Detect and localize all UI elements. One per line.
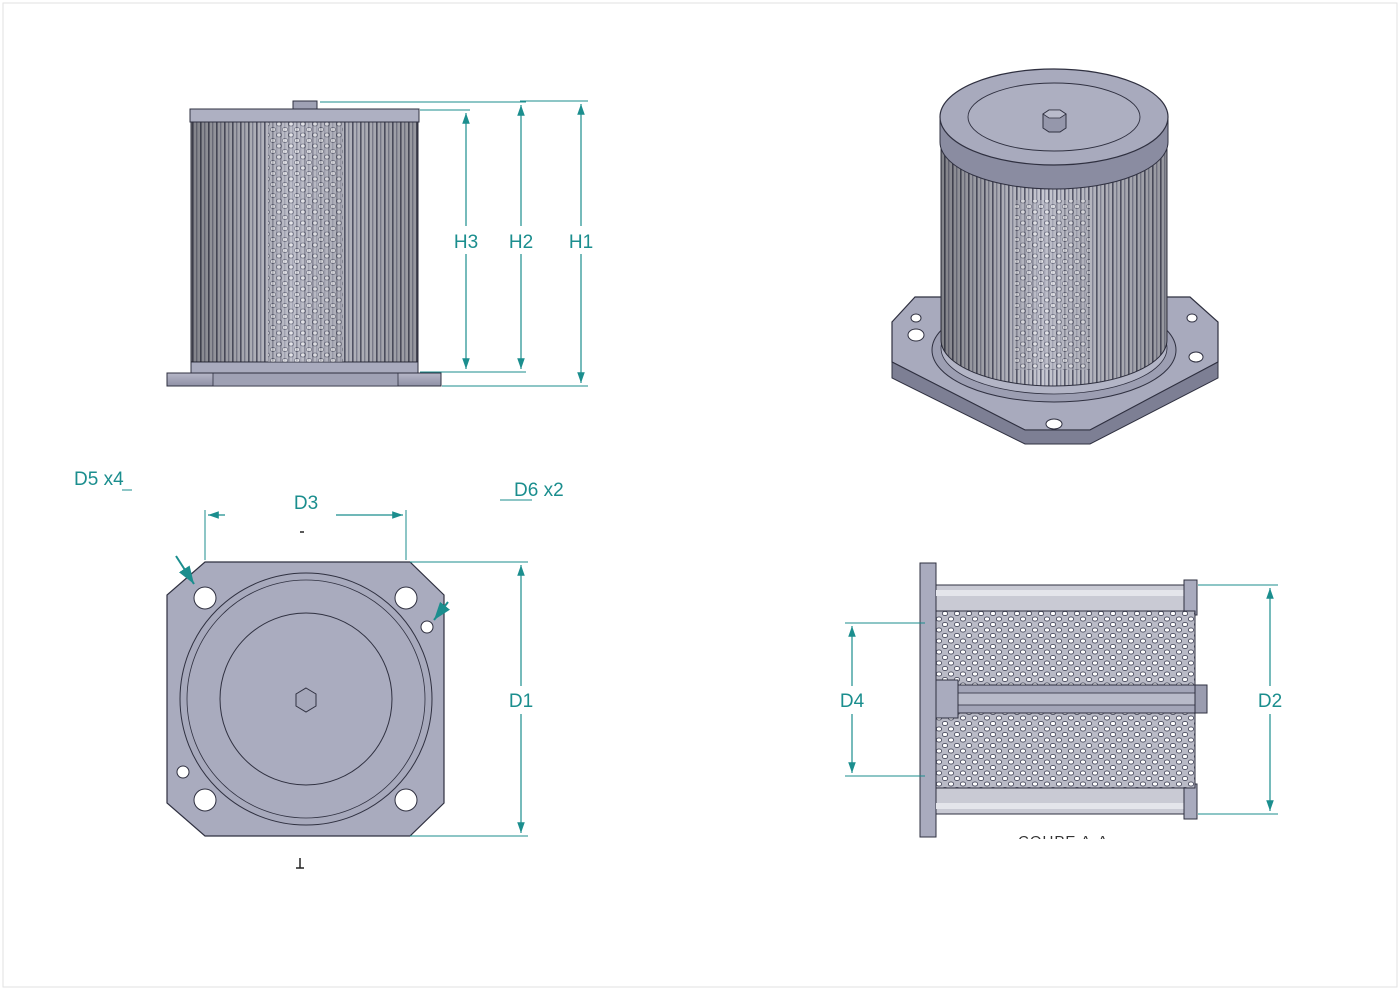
dimension-label-d5: D5 x4 — [74, 469, 124, 490]
dimension-label-d1: D1 — [509, 691, 533, 712]
dimension-label-d6: D6 x2 — [514, 480, 564, 501]
dimension-label-d3: D3 — [294, 493, 318, 514]
dimension-d1: D1 — [410, 561, 539, 837]
dimension-label-d4: D4 — [840, 691, 865, 712]
dimension-label-h2: H2 — [509, 232, 533, 253]
front-view — [166, 100, 442, 387]
dimension-d3: D3 — [204, 493, 407, 560]
isometric-view — [891, 68, 1219, 445]
dimension-h2: H2 — [320, 101, 539, 373]
section-view — [919, 562, 1208, 838]
dimension-label-h3: H3 — [454, 232, 478, 253]
dimension-d4: D4 — [836, 622, 925, 777]
dimension-d2: D2 — [1198, 584, 1288, 815]
dimension-h1: H1 — [442, 100, 599, 387]
dimension-h3: H3 — [420, 109, 484, 373]
dimension-d6: D6 x2 — [433, 480, 564, 621]
top-view — [166, 531, 445, 869]
dimension-label-d2: D2 — [1258, 691, 1282, 712]
section-caption-clip: COUPE A-A — [1018, 833, 1109, 850]
dimension-label-h1: H1 — [569, 232, 593, 253]
dimension-d5: D5 x4 — [74, 469, 195, 585]
section-caption: COUPE A-A — [1018, 833, 1109, 850]
